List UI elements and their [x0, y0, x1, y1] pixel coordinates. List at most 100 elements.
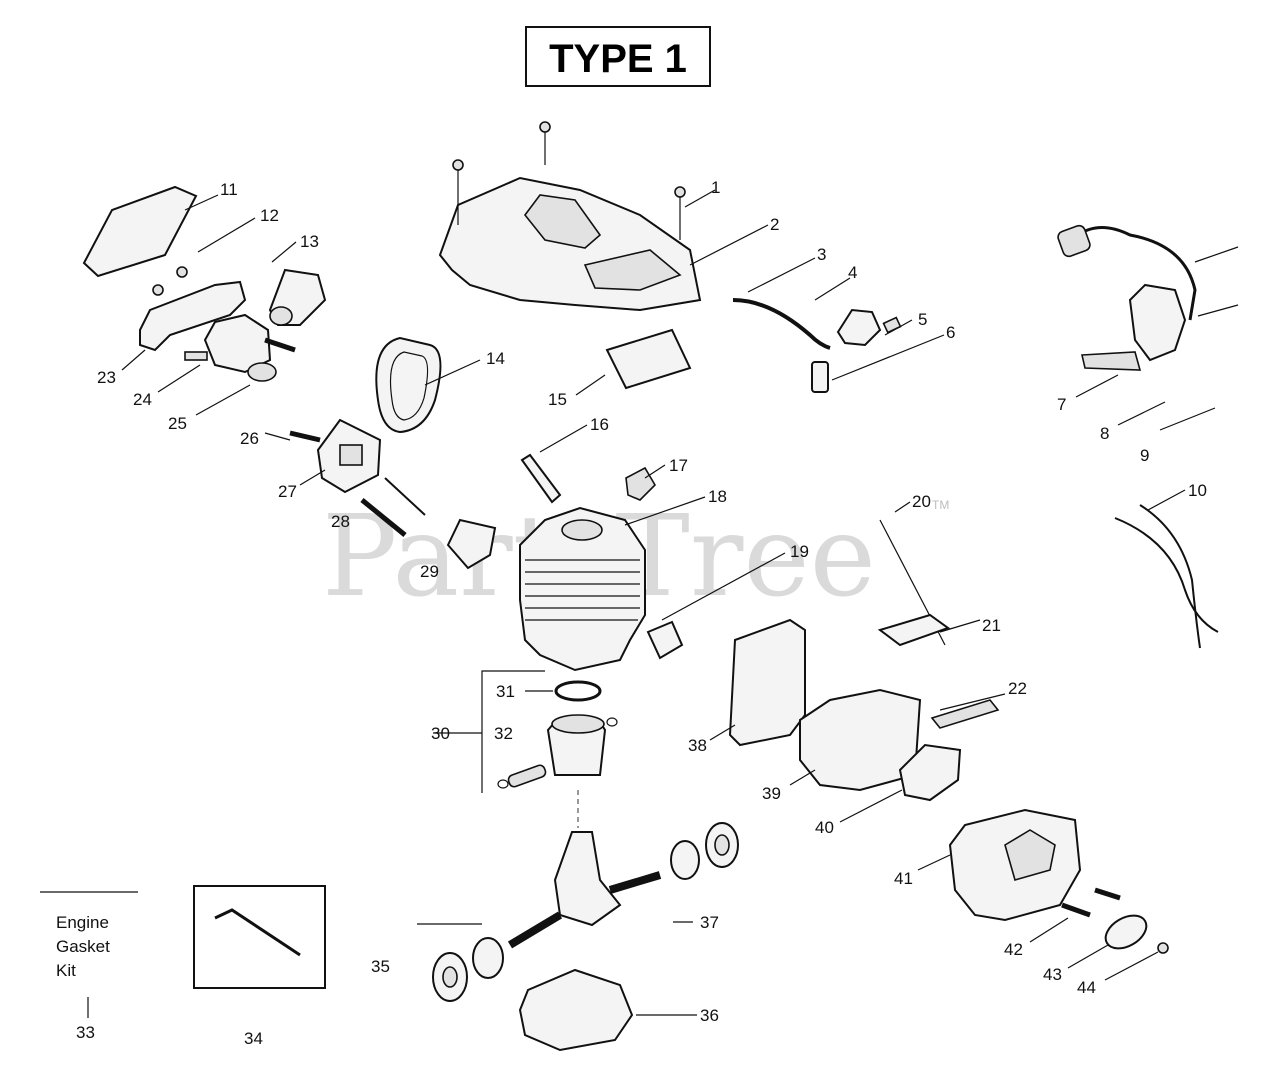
intake-seal-shape — [375, 336, 442, 434]
kit-line-1: Engine — [56, 913, 109, 932]
clip-shape — [882, 316, 902, 334]
gasket-plate-shape — [728, 618, 806, 747]
kit-line-3: Kit — [56, 961, 76, 980]
callout-23: 23 — [97, 368, 116, 387]
screw-head-shape — [539, 121, 551, 133]
bolt-shape — [1061, 902, 1091, 918]
callout-15: 15 — [548, 390, 567, 409]
bearing-hole-shape — [714, 834, 730, 856]
callout-18: 18 — [708, 487, 727, 506]
callout-8: 8 — [1100, 424, 1109, 443]
callout-40: 40 — [815, 818, 834, 837]
callout-39: 39 — [762, 784, 781, 803]
carb-gasket-shape — [247, 362, 277, 382]
callout-labels: 1 2 3 4 5 6 7 8 9 10 11 12 13 14 15 16 1… — [76, 178, 1207, 1048]
callout-12: 12 — [260, 206, 279, 225]
piston-pin-shape — [507, 764, 547, 788]
crank-journal-shape — [507, 911, 563, 949]
callout-19: 19 — [790, 542, 809, 561]
callout-38: 38 — [688, 736, 707, 755]
carb-screw-shape — [184, 351, 208, 361]
screw-head-shape — [452, 159, 464, 171]
stud-shape — [384, 477, 426, 516]
piston-top-shape — [551, 714, 605, 734]
callout-7: 7 — [1057, 395, 1066, 414]
callout-34: 34 — [244, 1029, 263, 1048]
callout-9: 9 — [1140, 446, 1149, 465]
bolt-shape — [264, 337, 296, 353]
crankcase-half-shape — [518, 968, 634, 1052]
nut-shape — [1157, 942, 1169, 954]
callout-29: 29 — [420, 562, 439, 581]
nut-shape — [176, 266, 188, 278]
callout-4: 4 — [848, 263, 857, 282]
wire-shape — [1114, 517, 1219, 633]
nut-shape — [152, 284, 164, 296]
cover-handle-shape — [523, 194, 602, 249]
engine-gasket-kit-label: Engine Gasket Kit — [56, 913, 110, 980]
crankshaft-shape — [553, 831, 622, 927]
bolt-shape — [1094, 887, 1121, 901]
title-box: TYPE 1 — [525, 26, 711, 87]
bracket-shape — [1081, 351, 1142, 371]
circlip-shape — [606, 717, 618, 727]
callout-16: 16 — [590, 415, 609, 434]
fuel-filter-shape — [811, 361, 829, 393]
air-filter-pad-shape — [82, 185, 198, 278]
callout-20: 20 — [912, 492, 931, 511]
screw-head-shape — [674, 186, 686, 198]
callout-13: 13 — [300, 232, 319, 251]
callout-10: 10 — [1188, 481, 1207, 500]
callout-6: 6 — [946, 323, 955, 342]
tool-wrench-shape — [214, 908, 301, 957]
callout-43: 43 — [1043, 965, 1062, 984]
cylinder-shape — [519, 506, 646, 672]
callout-24: 24 — [133, 390, 152, 409]
filter-sheet-shape — [605, 328, 692, 390]
piston-ring-shape — [554, 680, 602, 702]
callout-44: 44 — [1077, 978, 1096, 997]
intake-opening-shape — [269, 306, 293, 326]
crank-journal-shape — [608, 871, 662, 894]
ignition-coil-shape — [1128, 283, 1187, 362]
cover-panel-shape — [583, 249, 682, 291]
callout-41: 41 — [894, 869, 913, 888]
callout-25: 25 — [168, 414, 187, 433]
callout-31: 31 — [496, 682, 515, 701]
callout-26: 26 — [240, 429, 259, 448]
cylinder-fins — [525, 559, 640, 621]
callout-27: 27 — [278, 482, 297, 501]
carburetor-shape — [203, 313, 272, 374]
callout-42: 42 — [1004, 940, 1023, 959]
callout-30: 30 — [431, 724, 450, 743]
callout-32: 32 — [494, 724, 513, 743]
callout-1: 1 — [711, 178, 720, 197]
flange-port-shape — [339, 444, 363, 466]
wire-shape — [1139, 504, 1201, 649]
muffler-gasket-shape — [898, 743, 962, 802]
screw-shape — [1197, 304, 1239, 317]
leader-lines — [121, 189, 1216, 1016]
callout-3: 3 — [817, 245, 826, 264]
exhaust-gasket-shape — [877, 613, 951, 647]
muffler-washer-shape — [1104, 914, 1148, 950]
spark-screen-shape — [930, 699, 1000, 729]
callout-35: 35 — [371, 957, 390, 976]
kit-line-2: Gasket — [56, 937, 110, 956]
filter-housing-shape — [139, 280, 247, 352]
watermark-trademark: TM — [932, 498, 949, 512]
exhaust-sleeve-shape — [646, 620, 684, 660]
callout-28: 28 — [331, 512, 350, 531]
callout-33: 33 — [76, 1023, 95, 1042]
callout-22: 22 — [1008, 679, 1027, 698]
spark-plug-shape — [520, 453, 562, 504]
circlip-shape — [497, 779, 509, 789]
callout-11: 11 — [220, 180, 238, 199]
intake-seal-inner — [389, 351, 429, 421]
callout-5: 5 — [918, 310, 927, 329]
callout-36: 36 — [700, 1006, 719, 1025]
bearing-hole-shape — [442, 966, 458, 988]
cylinder-gasket-shape — [446, 518, 497, 570]
